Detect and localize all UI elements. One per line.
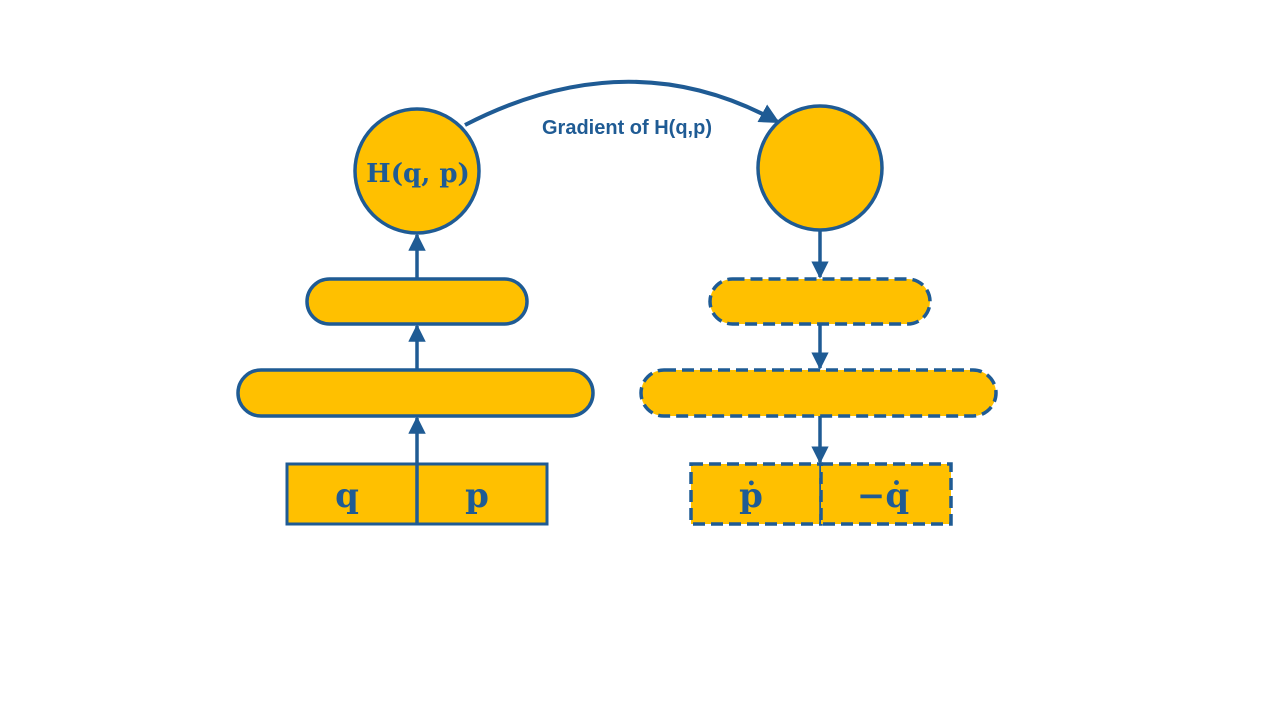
- input-label-p: p: [465, 476, 489, 516]
- right-hidden-layer-1: [708, 277, 932, 326]
- gradient-label: Gradient of H(q,p): [542, 117, 712, 139]
- gradient-edge: Gradient of H(q,p): [464, 79, 780, 139]
- right-hidden-layer-2: [639, 368, 998, 418]
- output-cell-p-dot: [689, 462, 823, 526]
- right-network: ṗ −q̇: [639, 104, 998, 526]
- hamiltonian-label: H(q, p): [366, 159, 470, 189]
- output-label-neg-q-dot: −q̇: [857, 476, 909, 516]
- left-network: q p H(q, p): [236, 107, 595, 526]
- input-label-q: q: [335, 476, 359, 516]
- output-cell-neg-q-dot: [819, 462, 953, 526]
- left-hidden-layer-1: [236, 368, 595, 418]
- output-vector: ṗ −q̇: [689, 462, 953, 526]
- gradient-arrow: [464, 79, 780, 127]
- left-hidden-layer-2: [305, 277, 529, 326]
- output-label-p-dot: ṗ: [739, 476, 763, 516]
- hamiltonian-node: [353, 107, 481, 235]
- input-cell-q: [285, 462, 419, 526]
- input-cell-p: [415, 462, 549, 526]
- gradient-node: [756, 104, 884, 232]
- input-vector: q p: [285, 462, 549, 526]
